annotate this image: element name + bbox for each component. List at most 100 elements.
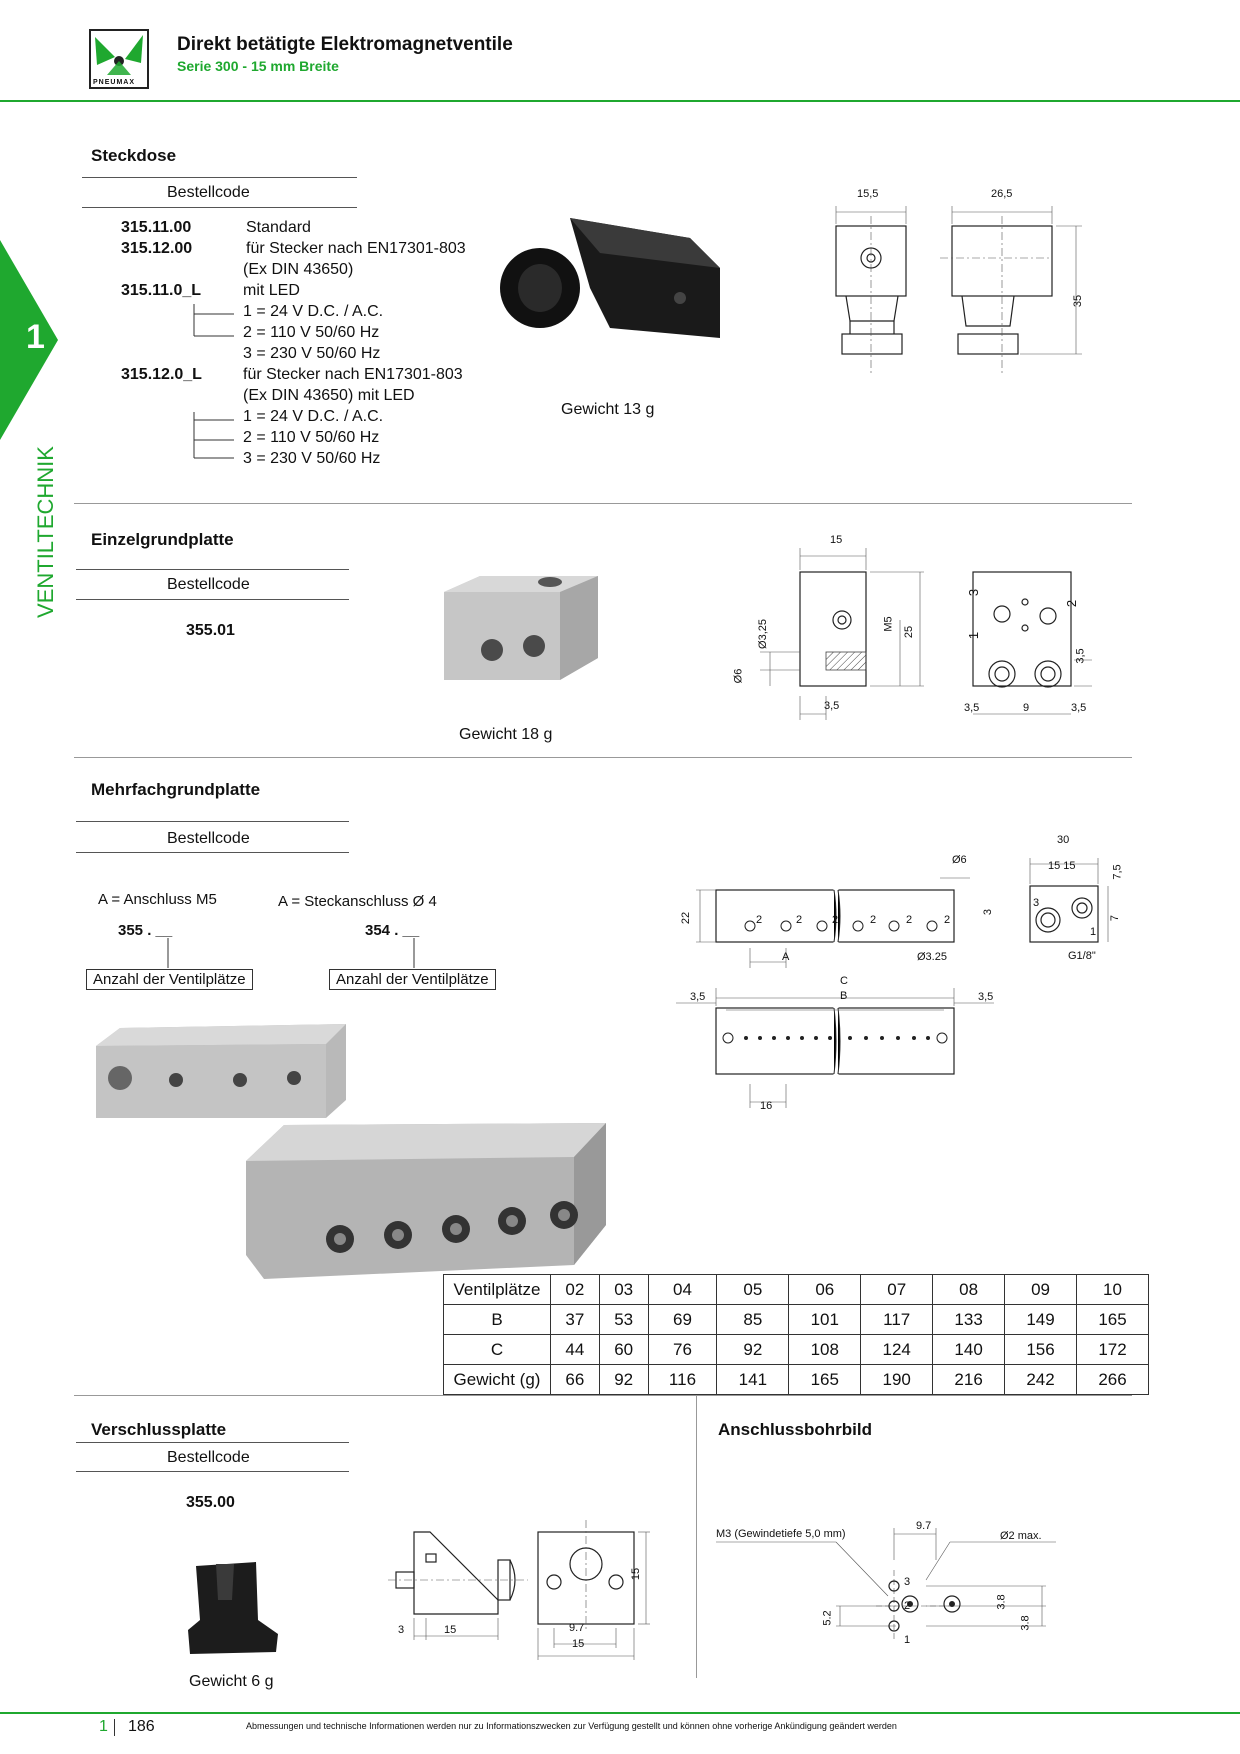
option-bracket <box>193 304 234 459</box>
logo-text: PNEUMAX <box>93 79 136 86</box>
dim-label: Ø2 max. <box>1000 1530 1042 1542</box>
dim-label: B <box>840 990 848 1002</box>
table-cell: 133 <box>932 1304 1006 1335</box>
port-label: 2 <box>756 914 763 926</box>
voltage-option: 1 = 24 V D.C. / A.C. <box>243 408 384 425</box>
dim-label: Ø3.25 <box>917 951 947 963</box>
table-cell: 44 <box>550 1334 600 1365</box>
dim-label: G1/8" <box>1068 950 1096 962</box>
voltage-option: 3 = 230 V 50/60 Hz <box>243 450 381 467</box>
port-label: 2 <box>796 914 803 926</box>
page-subtitle: Serie 300 - 15 mm Breite <box>177 58 339 74</box>
manifold-drawing <box>676 858 1109 1108</box>
port-label: 2 <box>870 914 877 926</box>
page-title: Direkt betätigte Elektromagnetventile <box>177 34 513 55</box>
footer-rule <box>0 1712 1240 1714</box>
bestellcode-label: Bestellcode <box>167 576 250 593</box>
option-label: A = Anschluss M5 <box>98 891 217 908</box>
voltage-option: 3 = 230 V 50/60 Hz <box>243 345 381 362</box>
code-desc: Standard <box>246 219 311 236</box>
footer-separator <box>114 1719 115 1736</box>
table-cell: 108 <box>788 1334 862 1365</box>
divider <box>76 569 349 570</box>
code-desc: für Stecker nach EN17301-803 <box>246 240 466 257</box>
table-cell: 101 <box>788 1304 862 1335</box>
table-cell: 156 <box>1004 1334 1077 1365</box>
dim-label: Ø6 <box>732 668 745 684</box>
anschluss-title: Anschlussbohrbild <box>718 1420 872 1439</box>
table-cell: 165 <box>788 1364 862 1395</box>
table-cell: 37 <box>550 1304 600 1335</box>
table-cell: 149 <box>1004 1304 1077 1335</box>
dim-label: 9.7 <box>569 1622 585 1634</box>
bestellcode-label: Bestellcode <box>167 830 250 847</box>
table-cell: 76 <box>647 1334 718 1365</box>
ventilplaetze-table: Ventilplätze 02 03 04 05 06 07 08 09 10 … <box>443 1274 1149 1395</box>
dim-label: 26,5 <box>991 188 1013 200</box>
port-label: 2 <box>832 914 839 926</box>
code-desc: (Ex DIN 43650) <box>243 261 354 278</box>
mehrfach-title: Mehrfachgrundplatte <box>91 780 261 799</box>
table-header-cell: 03 <box>598 1274 649 1305</box>
option-label: A = Steckanschluss Ø 4 <box>278 893 437 910</box>
section-divider <box>74 757 1132 758</box>
count-box: Anzahl der Ventilplätze <box>329 969 496 990</box>
footer-chapter: 1 <box>99 1718 108 1735</box>
header-rule <box>0 100 1240 102</box>
table-cell: C <box>443 1334 551 1365</box>
dim-label: 3,5 <box>1071 702 1087 714</box>
code-desc: für Stecker nach EN17301-803 <box>243 366 463 383</box>
dim-label: 35 <box>1072 294 1085 308</box>
table-cell: 53 <box>598 1304 649 1335</box>
table-row: C 44 60 76 92 108 124 140 156 172 <box>443 1334 1149 1365</box>
einzel-title: Einzelgrundplatte <box>91 530 234 549</box>
verschluss-title: Verschlussplatte <box>91 1420 227 1439</box>
divider <box>76 1442 349 1443</box>
table-cell: 165 <box>1076 1304 1149 1335</box>
voltage-option: 2 = 110 V 50/60 Hz <box>243 324 380 341</box>
bestellcode-label: Bestellcode <box>167 1449 250 1466</box>
table-cell: B <box>443 1304 551 1335</box>
dim-label: 3 <box>398 1624 405 1636</box>
section-divider <box>74 503 1132 504</box>
table-header-cell: 07 <box>860 1274 934 1305</box>
port-label: 3 <box>1033 897 1040 909</box>
steckdose-weight: Gewicht 13 g <box>561 401 655 418</box>
code-connector-lines <box>167 938 415 968</box>
port-label: 1 <box>1090 926 1097 938</box>
port-label: 2 <box>944 914 951 926</box>
code-desc: mit LED <box>243 282 300 299</box>
code: 315.12.0_L <box>121 366 202 383</box>
dim-label: 22 <box>680 911 693 925</box>
footer-disclaimer: Abmessungen und technische Informationen… <box>246 1721 897 1731</box>
table-cell: 140 <box>932 1334 1006 1365</box>
order-code: 354 . __ <box>365 922 420 939</box>
order-code: 355 . __ <box>118 922 173 939</box>
table-cell: 141 <box>716 1364 790 1395</box>
table-cell: 242 <box>1004 1364 1077 1395</box>
connector-drawing <box>835 206 1082 376</box>
table-cell: 69 <box>647 1304 718 1335</box>
table-header-cell: 06 <box>788 1274 862 1305</box>
dim-label: 3.8 <box>1019 1615 1032 1631</box>
dim-label: 5.2 <box>821 1610 834 1626</box>
base-plate-drawing <box>760 548 1092 720</box>
verschluss-code: 355.00 <box>186 1494 235 1511</box>
dim-label: 9 <box>1023 702 1030 714</box>
table-cell: 85 <box>716 1304 790 1335</box>
blanking-plate-drawing <box>388 1520 650 1660</box>
table-cell: Gewicht (g) <box>443 1364 551 1395</box>
code: 315.11.00 <box>121 219 192 236</box>
connector-photo <box>500 218 720 338</box>
dim-label: M3 (Gewindetiefe 5,0 mm) <box>716 1528 846 1540</box>
table-cell: 116 <box>647 1364 718 1395</box>
table-header-cell: 05 <box>716 1274 790 1305</box>
divider <box>76 1471 349 1472</box>
port-label: 1 <box>966 631 982 640</box>
table-cell: 66 <box>550 1364 600 1395</box>
divider <box>76 821 349 822</box>
port-label: 2 <box>904 1600 911 1612</box>
table-header-cell: 02 <box>550 1274 600 1305</box>
dim-label: 15 <box>572 1638 585 1650</box>
